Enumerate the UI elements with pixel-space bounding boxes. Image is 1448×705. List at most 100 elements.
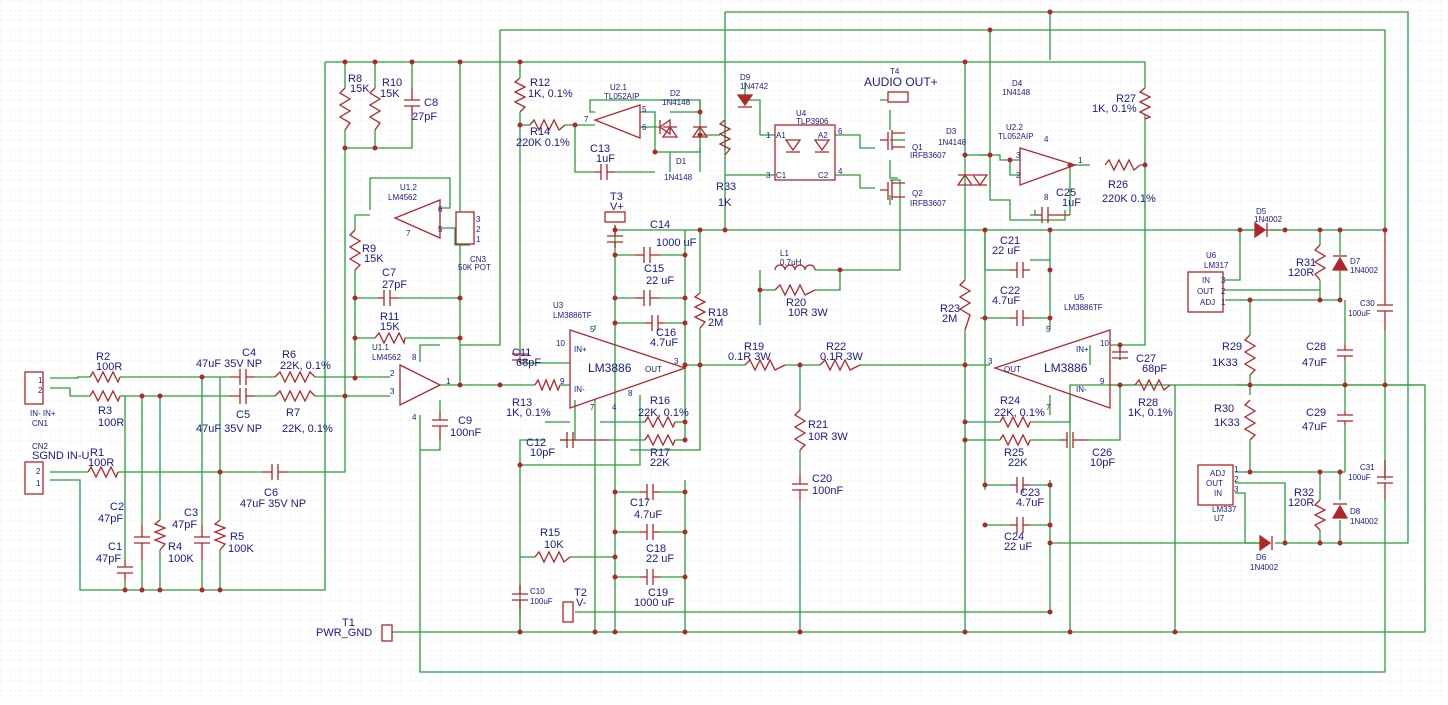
label-d4-value: 1N4148 xyxy=(1002,88,1031,97)
label-c8: C8 xyxy=(424,97,438,109)
label-c10: C10 xyxy=(530,587,545,596)
pin-u4-4: 4 xyxy=(838,167,843,176)
label-t2-value: V- xyxy=(576,597,587,609)
label-t2: T2 xyxy=(574,587,587,599)
pin-u3-10: 10 xyxy=(556,339,565,348)
capacitor-c12 xyxy=(560,432,610,448)
pin-u4-1: 1 xyxy=(766,131,771,140)
label-cn1-pins: IN- IN+ xyxy=(30,409,56,418)
label-r30: R30 xyxy=(1214,403,1234,415)
pin-u3-9: 9 xyxy=(560,377,565,386)
label-c13-value: 1uF xyxy=(596,153,615,165)
resistor-r32 xyxy=(1313,499,1327,531)
label-c16-value: 4.7uF xyxy=(650,337,678,349)
label-r21: R21 xyxy=(808,419,828,431)
label-r5-value: 100K xyxy=(228,543,254,555)
label-c13: C13 xyxy=(590,143,610,155)
pin-u6-out: OUT xyxy=(1197,287,1214,296)
connector-cn3 xyxy=(455,211,475,245)
label-u5-chip: LM3886 xyxy=(1044,361,1088,375)
label-t4: T4 xyxy=(890,67,900,76)
label-d6-value: 1N4002 xyxy=(1250,563,1279,572)
resistor-r23 xyxy=(958,279,972,331)
pin-cn2-1: 1 xyxy=(36,479,41,488)
label-cn2-pins: SGND IN-U xyxy=(32,450,90,462)
pin-u5-9: 9 xyxy=(1100,377,1105,386)
pin-u21-7: 7 xyxy=(584,115,589,124)
label-u6: U6 xyxy=(1206,251,1217,260)
pin-u12-5: 5 xyxy=(438,225,443,234)
resistor-r21 xyxy=(793,409,807,451)
testpoint-t3 xyxy=(604,211,626,223)
mosfet-q2 xyxy=(880,180,905,200)
pin-u4-6: 6 xyxy=(838,127,843,136)
capacitor-c15 xyxy=(635,247,660,263)
label-c1-value: 47pF xyxy=(96,553,121,565)
label-c24: C24 xyxy=(1004,531,1024,543)
capacitor-c18 xyxy=(640,524,660,540)
label-r10-value: 15K xyxy=(380,88,400,100)
label-t1-value: PWR_GND xyxy=(316,627,372,639)
inductor-l1 xyxy=(774,264,816,271)
pin-u3-4: 4 xyxy=(612,403,617,412)
capacitor-c30 xyxy=(1377,230,1393,330)
label-r6-value: 22K, 0.1% xyxy=(280,360,331,372)
resistor-r16 xyxy=(644,415,676,429)
label-u3: U3 xyxy=(553,301,564,310)
capacitor-c4 xyxy=(230,369,255,385)
pin-u4-a2: A2 xyxy=(818,131,828,140)
label-c19-value: 1000 uF xyxy=(634,597,675,609)
label-r2: R2 xyxy=(96,351,110,363)
capacitor-c26 xyxy=(1060,432,1090,448)
capacitor-c1 xyxy=(117,560,133,580)
resistor-r14 xyxy=(529,118,566,132)
label-r20: R20 xyxy=(786,297,806,309)
label-r18: R18 xyxy=(708,307,728,319)
label-r5: R5 xyxy=(230,531,244,543)
label-r19-value: 0.1R 3W xyxy=(728,351,771,363)
pin-u4-3: 3 xyxy=(766,171,771,180)
resistor-r4 xyxy=(153,519,167,551)
label-c18: C18 xyxy=(646,543,666,555)
label-r15-value: 10K xyxy=(544,539,564,551)
label-q1: Q1 xyxy=(912,143,923,152)
junctions xyxy=(122,9,1388,635)
capacitor-c6 xyxy=(262,464,288,480)
capacitor-c22 xyxy=(1010,310,1030,326)
label-r19: R19 xyxy=(744,341,764,353)
label-d8-value: 1N4002 xyxy=(1350,517,1379,526)
label-l1-value: 0.7uH xyxy=(780,258,802,267)
label-r23: R23 xyxy=(940,303,960,315)
label-u6-part: LM317 xyxy=(1204,261,1229,270)
label-u5-part: LM3886TF xyxy=(1064,303,1103,312)
diode-d7 xyxy=(1331,255,1349,271)
label-c7: C7 xyxy=(382,267,396,279)
pin-u3-8: 8 xyxy=(628,389,633,398)
pin-cn1-2: 2 xyxy=(38,386,43,395)
label-c26: C26 xyxy=(1092,447,1112,459)
opamp-u12 xyxy=(393,199,441,240)
pin-cn3-1: 1 xyxy=(476,235,481,244)
pin-u11-1: 1 xyxy=(446,377,451,386)
label-u3-part: LM3886TF xyxy=(553,311,592,320)
label-c17: C17 xyxy=(630,497,650,509)
label-c25: C25 xyxy=(1056,187,1076,199)
label-t4-value: AUDIO OUT+ xyxy=(864,75,938,89)
resistor-r13 xyxy=(534,378,561,392)
label-c26-value: 10pF xyxy=(1090,457,1115,469)
label-r12: R12 xyxy=(530,77,550,89)
label-c15-value: 22 uF xyxy=(646,275,674,287)
pin-u4-c1: C1 xyxy=(776,171,787,180)
opamp-u22 xyxy=(1019,147,1078,186)
label-r3-value: 100R xyxy=(98,417,124,429)
label-u7-part: LM337 xyxy=(1212,505,1237,514)
label-r14-value: 220K 0.1% xyxy=(516,137,570,149)
pin-u5-3: 3 xyxy=(988,357,993,366)
diode-d5 xyxy=(1254,221,1268,239)
pin-u11-8: 8 xyxy=(412,353,417,362)
label-u12-part: LM4562 xyxy=(388,193,417,202)
label-c23-value: 4.7uF xyxy=(1016,497,1044,509)
label-u7: U7 xyxy=(1214,514,1225,523)
capacitor-c10 xyxy=(512,585,528,610)
